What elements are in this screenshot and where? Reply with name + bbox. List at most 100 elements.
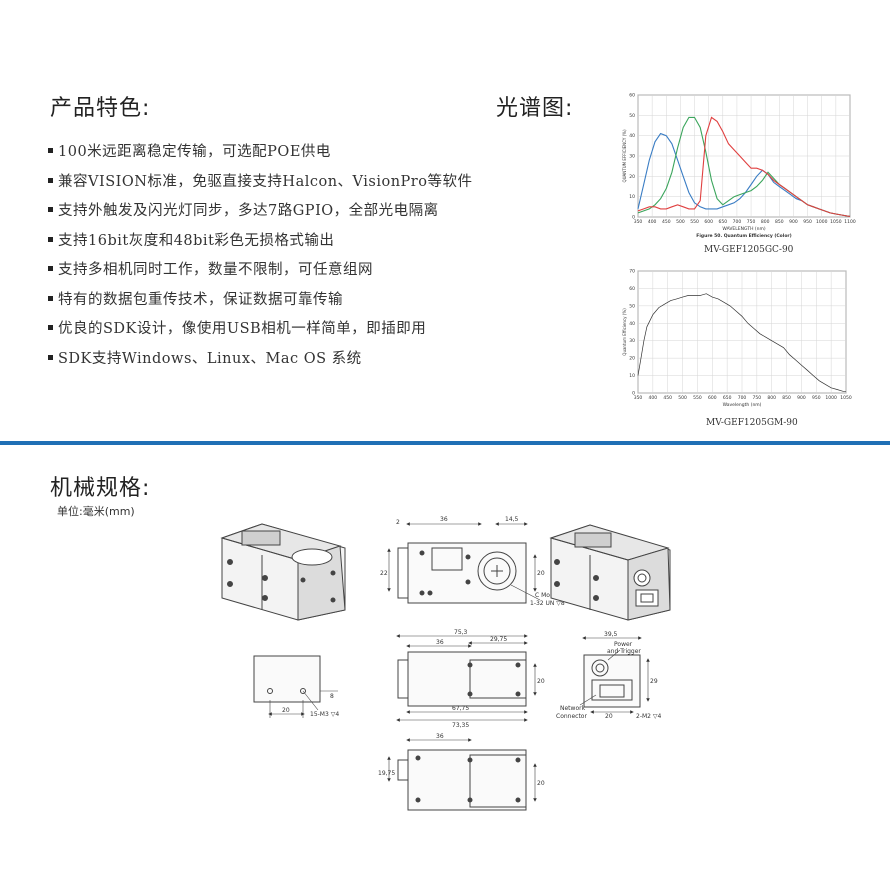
m2-label: 2-M2 ▽4 [636, 713, 661, 720]
y-axis-label: Quantum Efficiency (%) [622, 308, 627, 356]
chart-title: Figure 50. Quantum Efficiency (Color) [696, 233, 791, 239]
y-tick-label: 60 [629, 93, 635, 99]
color-caption: MV-GEF1205GC-90 [704, 245, 794, 255]
x-tick-label: 650 [723, 395, 732, 401]
mechanical-title: 机械规格: [50, 476, 151, 501]
iso-view-front [220, 523, 346, 621]
dim-22: 22 [380, 570, 388, 577]
x-tick-label: 450 [662, 219, 671, 225]
feature-item: 支持外触发及闪光灯同步，多达7路GPIO，全部光电隔离 [46, 195, 586, 225]
x-tick-label: 700 [738, 395, 747, 401]
x-tick-label: 350 [634, 395, 643, 401]
bullet-icon [48, 207, 53, 213]
dim-bottom-36: 36 [436, 733, 444, 740]
x-tick-label: 650 [719, 219, 728, 225]
y-tick-label: 50 [629, 113, 635, 119]
y-tick-label: 50 [629, 303, 635, 309]
dim-39-5: 39,5 [604, 631, 618, 638]
x-tick-label: 400 [649, 395, 658, 401]
y-tick-label: 30 [629, 154, 635, 160]
x-tick-label: 900 [789, 219, 798, 225]
dim-67-75: 67,75 [452, 705, 469, 712]
iso-view-rear [549, 524, 671, 621]
x-tick-label: 1000 [816, 219, 828, 225]
unit-label: 单位:毫米(mm) [57, 505, 135, 518]
x-tick-label: 700 [733, 219, 742, 225]
section-divider [0, 441, 890, 445]
dim-29-75: 29,75 [490, 636, 507, 643]
dim-top-20: 20 [537, 678, 545, 685]
trigger-label: and Trigger [607, 648, 641, 655]
x-tick-label: 950 [803, 219, 812, 225]
y-tick-label: 60 [629, 286, 635, 292]
feature-item: 支持多相机同时工作，数量不限制，可任意组网 [46, 254, 586, 284]
x-tick-label: 550 [690, 219, 699, 225]
x-tick-label: 500 [678, 395, 687, 401]
x-tick-label: 350 [634, 219, 643, 225]
feature-item: 优良的SDK设计，像使用USB相机一样简单，即插即用 [46, 313, 586, 343]
feature-item: 兼容VISION标准，免驱直接支持Halcon、VisionPro等软件 [46, 166, 586, 196]
dim-left-20: 20 [282, 707, 290, 714]
series-line [637, 116, 851, 217]
dim-75-3: 75,3 [454, 629, 468, 636]
dim-19-75: 19,75 [378, 770, 395, 777]
y-tick-label: 30 [629, 338, 635, 344]
bullet-icon [48, 354, 53, 360]
dim-bottom-20: 20 [537, 780, 545, 787]
dim-14-5: 14,5 [505, 516, 519, 523]
x-tick-label: 550 [693, 395, 702, 401]
rear-view [579, 636, 650, 714]
mono-caption: MV-GEF1205GM-90 [706, 418, 798, 428]
x-tick-label: 500 [676, 219, 685, 225]
feature-list: 100米远距离稳定传输，可选配POE供电 兼容VISION标准，免驱直接支持Ha… [46, 136, 586, 372]
x-tick-label: 600 [704, 219, 713, 225]
feature-item: 100米远距离稳定传输，可选配POE供电 [46, 136, 586, 166]
mechanical-drawings: 2 36 14,5 22 20 C Mouth 1-32 UN ▽8 20 8 … [220, 516, 671, 811]
y-tick-label: 70 [629, 269, 635, 275]
x-tick-label: 450 [663, 395, 672, 401]
thread-label: 1-32 UN ▽8 [530, 600, 565, 607]
m3-label: 15-M3 ▽4 [310, 711, 339, 718]
dim-29: 29 [650, 678, 658, 685]
bottom-view [387, 738, 537, 811]
top-view [396, 634, 537, 722]
dim-rear-20: 20 [605, 713, 613, 720]
c-mouth-label: C Mouth [535, 592, 560, 599]
dim-20: 20 [537, 570, 545, 577]
feature-item: 特有的数据包重传技术，保证数据可靠传输 [46, 284, 586, 314]
y-tick-label: 10 [629, 194, 635, 200]
y-axis-label: QUANTUM EFFICIENCY (%) [622, 129, 627, 182]
x-tick-label: 750 [747, 219, 756, 225]
features-title: 产品特色: [50, 96, 151, 121]
y-tick-label: 0 [632, 215, 635, 221]
side-view-left [253, 655, 338, 718]
y-tick-label: 20 [629, 174, 635, 180]
series-line [637, 293, 846, 392]
connector-label: Connector [556, 713, 587, 720]
x-tick-label: 1000 [825, 395, 837, 401]
x-tick-label: 400 [648, 219, 657, 225]
x-tick-label: 800 [761, 219, 770, 225]
front-view [387, 522, 541, 604]
x-tick-label: 1050 [840, 395, 852, 401]
dim-2: 2 [396, 519, 400, 526]
dim-top-36: 36 [436, 639, 444, 646]
x-tick-label: 800 [767, 395, 776, 401]
x-tick-label: 600 [708, 395, 717, 401]
bullet-icon [48, 325, 53, 331]
dim-left-8: 8 [330, 693, 334, 700]
bullet-icon [48, 295, 53, 301]
x-tick-label: 850 [775, 219, 784, 225]
y-tick-label: 40 [629, 321, 635, 327]
spectrum-title: 光谱图: [496, 96, 574, 121]
x-tick-label: 750 [753, 395, 762, 401]
bullet-icon [48, 266, 53, 272]
x-tick-label: 1050 [830, 219, 842, 225]
feature-item: 支持16bit灰度和48bit彩色无损格式输出 [46, 225, 586, 255]
network-label: Network [560, 705, 586, 712]
y-tick-label: 0 [632, 391, 635, 397]
bullet-icon [48, 177, 53, 183]
x-tick-label: 850 [782, 395, 791, 401]
